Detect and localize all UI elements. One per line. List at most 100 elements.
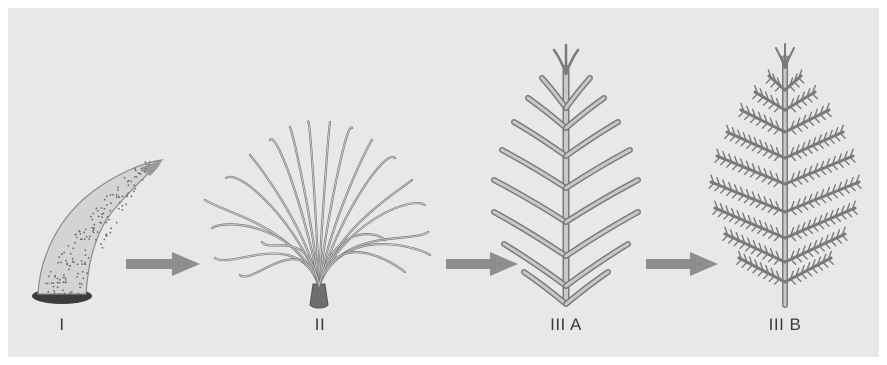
stipple-dot — [77, 273, 79, 275]
stipple-dot — [92, 230, 94, 232]
stipple-dot — [74, 242, 76, 244]
stipple-dot — [101, 216, 103, 218]
stipple-dot — [84, 263, 86, 265]
stipple-dot — [118, 196, 120, 198]
stage-label-i: I — [59, 315, 64, 335]
stipple-dot — [106, 222, 108, 224]
stipple-dot — [58, 256, 60, 258]
stipple-dot — [110, 194, 112, 196]
stipple-dot — [71, 291, 73, 293]
stipple-dot — [62, 277, 64, 279]
stipple-dot — [57, 262, 59, 264]
stipple-dot — [58, 293, 60, 295]
stipple-dot — [122, 196, 124, 198]
stipple-dot — [142, 179, 144, 181]
stipple-dot — [145, 168, 147, 170]
stipple-dot — [68, 245, 70, 247]
stipple-dot — [85, 229, 87, 231]
stipple-dot — [50, 271, 52, 273]
stipple-dot — [130, 181, 132, 183]
stipple-dot — [89, 236, 91, 238]
stipple-dot — [82, 277, 84, 279]
stipple-dot — [124, 177, 126, 179]
stipple-dot — [76, 276, 78, 278]
stipple-dot — [128, 180, 130, 182]
stipple-dot — [82, 271, 84, 273]
stipple-dot — [83, 231, 85, 233]
stage-ii-calamus — [310, 284, 328, 308]
stipple-dot — [63, 281, 65, 283]
stipple-dot — [110, 227, 112, 229]
stipple-dot — [116, 196, 118, 198]
stipple-dot — [54, 275, 56, 277]
stipple-dot — [117, 189, 119, 191]
stipple-dot — [102, 247, 104, 249]
stage-label-ii: II — [315, 315, 325, 335]
stipple-dot — [110, 202, 112, 204]
stipple-dot — [118, 208, 120, 210]
stipple-dot — [104, 239, 106, 241]
stipple-dot — [92, 213, 94, 215]
stipple-dot — [141, 170, 143, 172]
stipple-dot — [77, 263, 79, 265]
stipple-dot — [97, 210, 99, 212]
stipple-dot — [84, 238, 86, 240]
stipple-dot — [64, 277, 66, 279]
stipple-dot — [117, 187, 119, 189]
stipple-dot — [74, 234, 76, 236]
stipple-dot — [91, 219, 93, 221]
stipple-dot — [69, 292, 71, 294]
stipple-dot — [59, 279, 61, 281]
stipple-dot — [91, 227, 93, 229]
stipple-dot — [63, 274, 65, 276]
stipple-dot — [135, 188, 137, 190]
stipple-dot — [101, 207, 103, 209]
stipple-dot — [68, 268, 70, 270]
stipple-dot — [51, 282, 53, 284]
stipple-dot — [79, 283, 81, 285]
stipple-dot — [47, 283, 49, 285]
stipple-dot — [116, 222, 118, 224]
stipple-dot — [96, 208, 98, 210]
stipple-dot — [133, 184, 135, 186]
stipple-dot — [93, 232, 95, 234]
stipple-dot — [48, 275, 50, 277]
stipple-dot — [81, 238, 83, 240]
stipple-dot — [134, 176, 136, 178]
stipple-dot — [106, 204, 108, 206]
stipple-dot — [78, 230, 80, 232]
stipple-dot — [53, 286, 55, 288]
stipple-dot — [76, 237, 78, 239]
stipple-dot — [84, 262, 86, 264]
stipple-dot — [104, 199, 106, 201]
stipple-dot — [127, 184, 129, 186]
stipple-dot — [112, 194, 114, 196]
stipple-dot — [127, 192, 129, 194]
stipple-dot — [57, 278, 59, 280]
stipple-dot — [108, 219, 110, 221]
stipple-dot — [103, 212, 105, 214]
stipple-dot — [100, 243, 102, 245]
stipple-dot — [57, 282, 59, 284]
stipple-dot — [88, 257, 90, 259]
stipple-dot — [125, 203, 127, 205]
stipple-dot — [109, 210, 111, 212]
stipple-dot — [64, 282, 66, 284]
stipple-dot — [81, 283, 83, 285]
stipple-dot — [45, 282, 47, 284]
stipple-dot — [66, 264, 68, 266]
stipple-dot — [63, 252, 65, 254]
stipple-dot — [138, 172, 140, 174]
stipple-dot — [84, 249, 86, 251]
stipple-dot — [54, 292, 56, 294]
stipple-dot — [121, 209, 123, 211]
stipple-dot — [72, 247, 74, 249]
stipple-dot — [57, 286, 59, 288]
stipple-dot — [86, 236, 88, 238]
stipple-dot — [97, 231, 99, 233]
stipple-dot — [136, 176, 138, 178]
stipple-dot — [116, 194, 118, 196]
stipple-dot — [53, 290, 55, 292]
